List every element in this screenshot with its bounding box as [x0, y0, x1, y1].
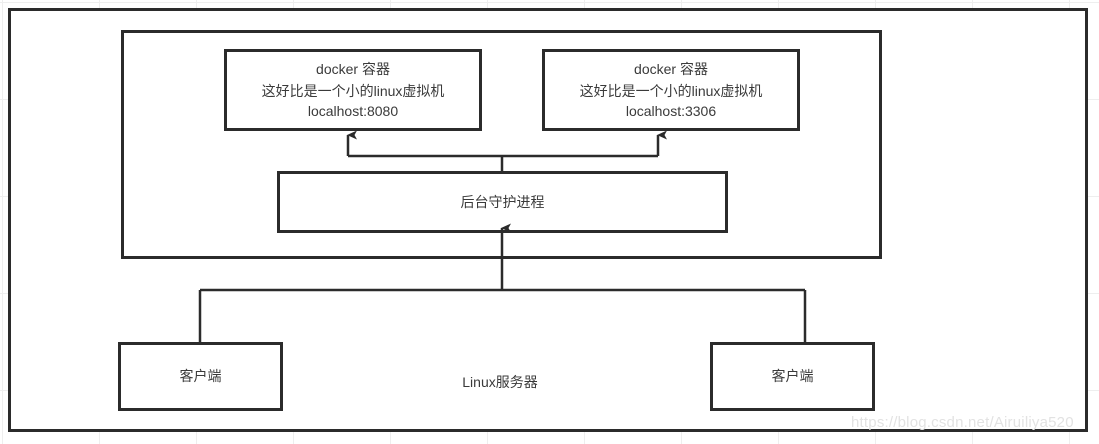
daemon-process-label: 后台守护进程 — [460, 193, 545, 210]
docker-container-box-2[interactable]: docker 容器 这好比是一个小的linux虚拟机 localhost:330… — [542, 49, 800, 131]
client-box-right[interactable]: 客户端 — [710, 342, 875, 411]
client-box-left[interactable]: 客户端 — [118, 342, 283, 411]
linux-server-label: Linux服务器 — [462, 374, 538, 390]
watermark-text: https://blog.csdn.net/Airuiliya520 — [851, 414, 1074, 431]
daemon-process-box[interactable]: 后台守护进程 — [277, 171, 728, 233]
container-1-description: 这好比是一个小的linux虚拟机 — [261, 82, 445, 99]
client-right-label: 客户端 — [771, 368, 814, 385]
container-1-title: docker 容器 — [316, 60, 390, 77]
container-2-description: 这好比是一个小的linux虚拟机 — [579, 82, 763, 99]
container-2-address: localhost:3306 — [625, 103, 717, 120]
client-left-label: 客户端 — [179, 368, 222, 385]
docker-container-box-1[interactable]: docker 容器 这好比是一个小的linux虚拟机 localhost:808… — [224, 49, 482, 131]
container-2-title: docker 容器 — [634, 60, 708, 77]
container-1-address: localhost:8080 — [307, 103, 399, 120]
